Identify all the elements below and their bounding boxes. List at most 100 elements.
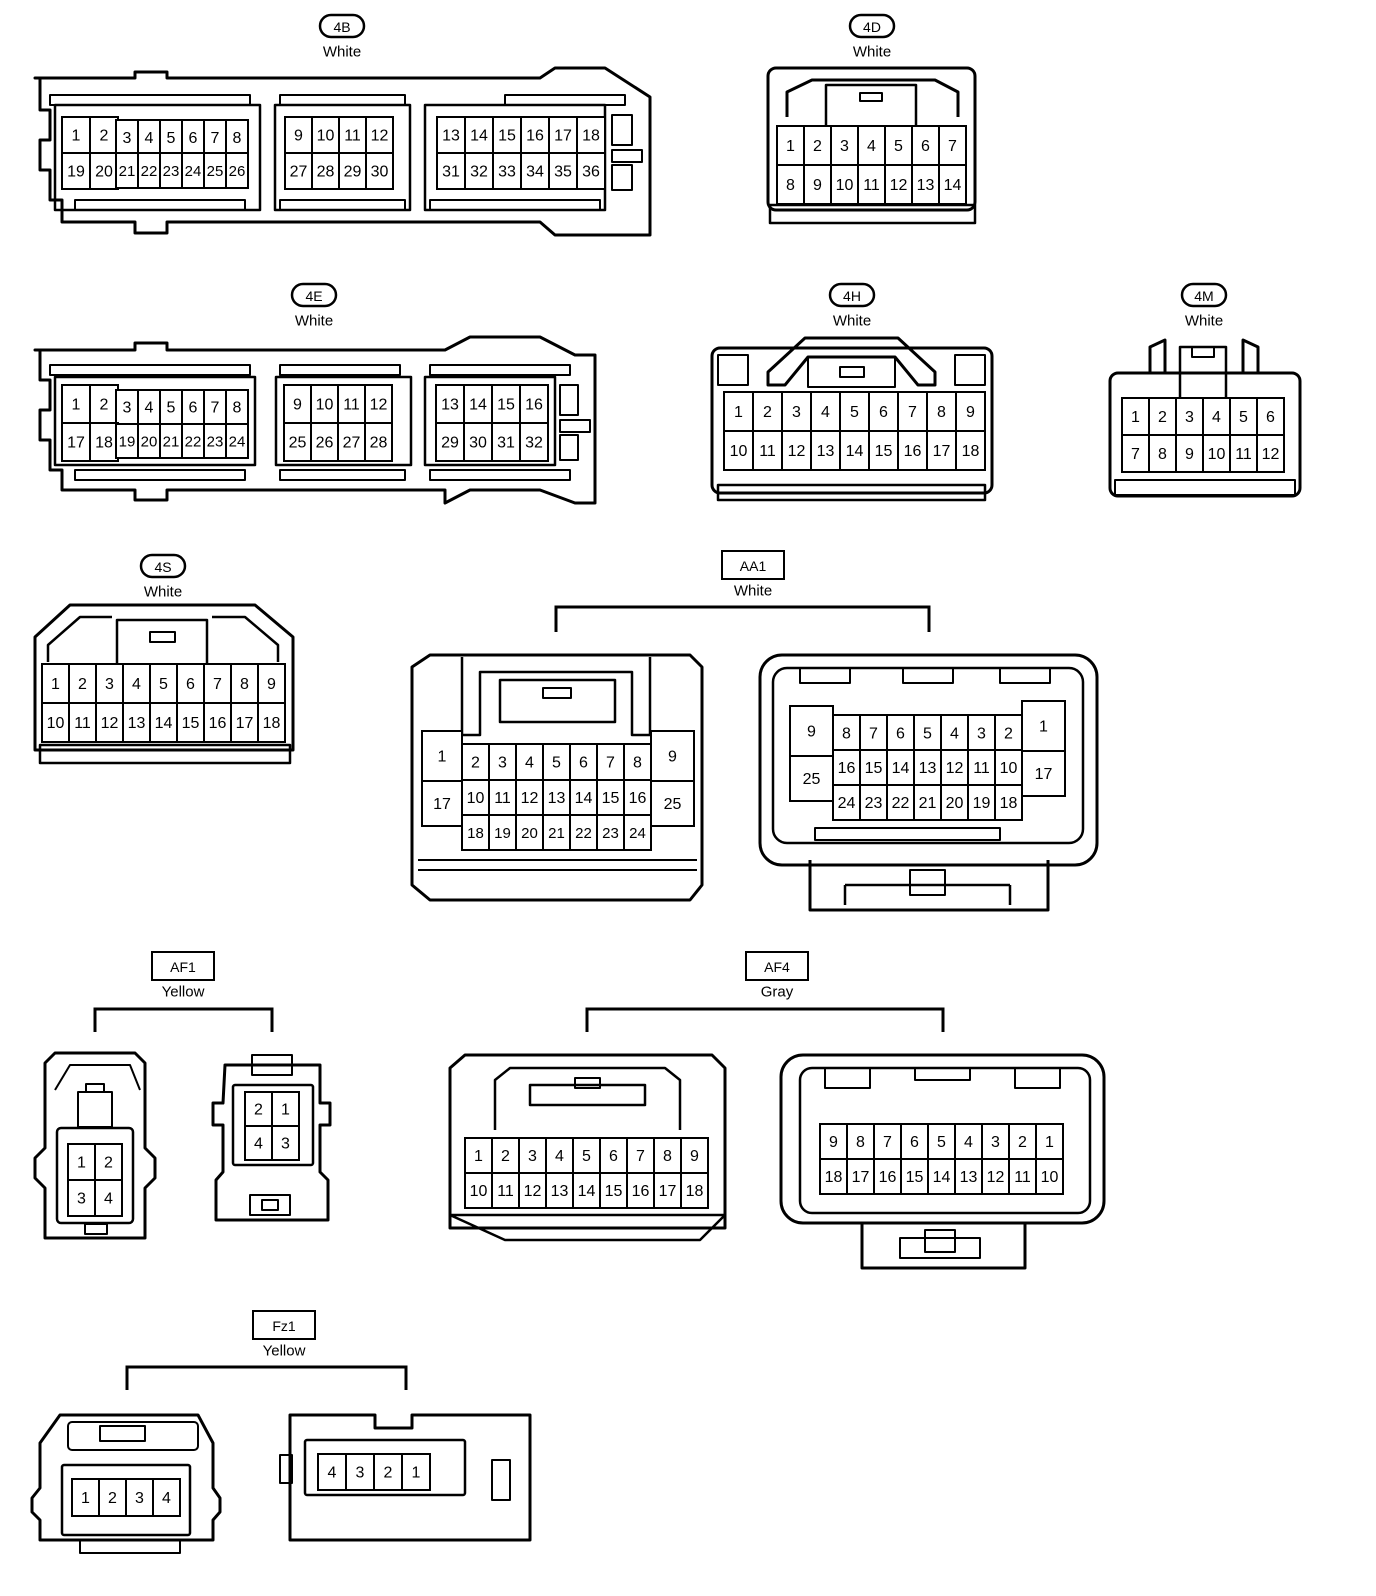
connector-labels: 4BWhite4DWhite4EWhite4HWhite4MWhite4SWhi… bbox=[93, 13, 1228, 1390]
connector-color: White bbox=[295, 313, 333, 330]
pin-cell bbox=[68, 702, 97, 743]
connector-id-box bbox=[745, 951, 809, 981]
pin-number: 9 bbox=[294, 128, 303, 145]
pin-cell bbox=[940, 784, 969, 821]
connector-id-badge bbox=[848, 13, 896, 39]
pin-number: 7 bbox=[211, 400, 220, 417]
pin-number: 20 bbox=[141, 434, 158, 451]
pin-number: 12 bbox=[788, 443, 806, 460]
pin-number: 1 bbox=[438, 749, 447, 766]
pin-cell bbox=[623, 743, 652, 781]
pin-number: 22 bbox=[892, 795, 910, 812]
pin-cell bbox=[435, 384, 465, 424]
pin-cell bbox=[569, 779, 598, 816]
pin-cell bbox=[981, 1158, 1010, 1195]
pin-number: 4 bbox=[145, 400, 154, 417]
pin-cell bbox=[67, 1179, 96, 1217]
pin-cell bbox=[846, 1158, 875, 1195]
pin-number: 13 bbox=[128, 715, 146, 732]
pin-cell bbox=[337, 422, 366, 462]
pin-number: 13 bbox=[919, 760, 937, 777]
connector-id-box bbox=[252, 1310, 316, 1340]
pin-cell bbox=[41, 663, 70, 704]
pin-number: 17 bbox=[659, 1183, 677, 1200]
pin-number: 8 bbox=[842, 726, 851, 743]
pin-cell bbox=[1035, 1158, 1064, 1195]
pin-number: 1 bbox=[1131, 409, 1140, 426]
pin-number: 5 bbox=[1239, 409, 1248, 426]
pin-number: 18 bbox=[263, 715, 281, 732]
pin-cell bbox=[1229, 397, 1258, 436]
pin-number: 11 bbox=[494, 790, 511, 807]
pin-number: 15 bbox=[865, 760, 883, 777]
pin-cell bbox=[71, 1478, 100, 1517]
pin-cell bbox=[463, 384, 493, 424]
pin-cell bbox=[345, 1453, 375, 1491]
connector-id: 4B bbox=[333, 19, 350, 35]
pin-cell bbox=[954, 1123, 983, 1160]
pin-number: 11 bbox=[973, 760, 990, 777]
pin-cell bbox=[365, 116, 394, 154]
pin-cell bbox=[520, 152, 550, 190]
pin-cell bbox=[365, 152, 394, 190]
pin-cell bbox=[203, 702, 232, 743]
pin-cell bbox=[938, 164, 967, 205]
connector-id: 4D bbox=[863, 19, 881, 35]
pin-cell bbox=[913, 749, 942, 786]
pin-number: 3 bbox=[977, 726, 986, 743]
connector-color: White bbox=[1185, 313, 1223, 330]
pin-number: 9 bbox=[267, 676, 276, 693]
pin-number: 1 bbox=[412, 1465, 421, 1482]
pin-cell bbox=[89, 384, 119, 424]
pin-number: 1 bbox=[1045, 1134, 1054, 1151]
pin-number: 13 bbox=[548, 790, 566, 807]
pin-number: 4 bbox=[821, 404, 830, 421]
pin-number: 32 bbox=[525, 435, 543, 452]
pin-number: 36 bbox=[582, 164, 600, 181]
pin-number: 14 bbox=[933, 1169, 951, 1186]
pin-number: 2 bbox=[763, 404, 772, 421]
pin-cell bbox=[897, 430, 928, 471]
pin-number: 15 bbox=[602, 790, 620, 807]
pin-number: 14 bbox=[846, 443, 864, 460]
pin-number: 20 bbox=[95, 164, 113, 181]
pin-number: 7 bbox=[211, 130, 220, 147]
pin-cell bbox=[492, 152, 522, 190]
pin-number: 3 bbox=[281, 1136, 290, 1153]
pin-cell bbox=[1256, 397, 1285, 436]
pin-number: 13 bbox=[551, 1183, 569, 1200]
pin-number: 13 bbox=[442, 128, 460, 145]
pin-cell bbox=[67, 1143, 96, 1181]
pin-number: 18 bbox=[467, 825, 484, 842]
pin-number: 8 bbox=[233, 400, 242, 417]
pin-number: 16 bbox=[209, 715, 227, 732]
pin-cell bbox=[839, 391, 870, 432]
pin-number: 18 bbox=[962, 443, 980, 460]
pin-number: 2 bbox=[254, 1102, 263, 1119]
pin-cell bbox=[967, 784, 996, 821]
pin-cell bbox=[464, 1172, 493, 1209]
pin-number: 12 bbox=[890, 177, 908, 194]
pin-cell bbox=[515, 814, 544, 851]
pin-number: 17 bbox=[1035, 766, 1053, 783]
pin-cell bbox=[152, 1478, 181, 1517]
pin-number: 11 bbox=[759, 443, 776, 460]
pin-number: 23 bbox=[207, 434, 224, 451]
pin-number: 3 bbox=[792, 404, 801, 421]
pin-number: 23 bbox=[163, 163, 180, 180]
pin-number: 8 bbox=[937, 404, 946, 421]
pin-number: 14 bbox=[578, 1183, 596, 1200]
pin-number: 28 bbox=[317, 164, 335, 181]
pin-cell bbox=[650, 780, 695, 827]
pin-cell bbox=[752, 430, 783, 471]
pin-number: 6 bbox=[189, 400, 198, 417]
pin-number: 19 bbox=[67, 164, 85, 181]
pin-number: 8 bbox=[633, 755, 642, 772]
pin-cell bbox=[310, 384, 339, 424]
pin-cell bbox=[857, 125, 886, 166]
pin-number: 14 bbox=[944, 177, 962, 194]
pin-number: 14 bbox=[470, 128, 488, 145]
pin-cell bbox=[519, 422, 549, 462]
pin-number: 8 bbox=[233, 130, 242, 147]
